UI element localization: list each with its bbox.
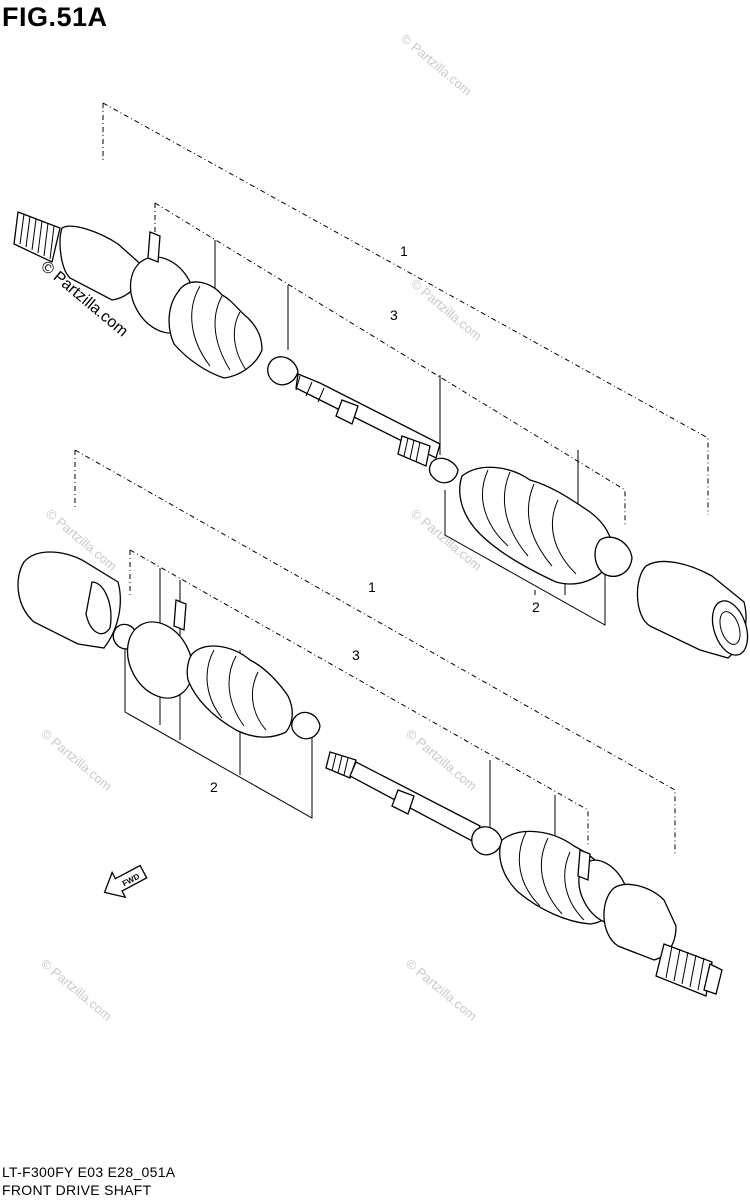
- upper-inner-cv-housing: [636, 560, 749, 659]
- lower-boot-set-bracket: [124, 640, 313, 819]
- watermark-text: © Partzilla.com: [403, 726, 480, 794]
- lower-callout-boot-set: 2: [210, 779, 218, 795]
- upper-boot-set-bracket: [444, 490, 606, 626]
- upper-drive-shaft: [295, 373, 441, 467]
- lower-outer-small-clamp: [471, 826, 503, 856]
- upper-callout-boot-set: 2: [532, 599, 540, 615]
- upper-callout-shaft: 3: [390, 307, 398, 323]
- watermark-text: © Partzilla.com: [408, 276, 485, 344]
- lower-inner-cv-housing: [17, 551, 121, 649]
- watermark-text: © Partzilla.com: [403, 956, 480, 1024]
- lower-shaft-bracket: [129, 549, 589, 845]
- upper-assembly-bracket: [102, 102, 709, 515]
- upper-inner-boot-clamp: [594, 536, 633, 577]
- lower-callout-assembly: 1: [368, 579, 376, 595]
- figure-title: FIG.51A: [2, 2, 108, 32]
- watermark-text: © Partzilla.com: [38, 726, 115, 794]
- lower-inner-boot-ridges: [206, 649, 267, 731]
- lower-outer-spline: [655, 943, 723, 997]
- upper-inner-boot: [459, 466, 614, 585]
- upper-callout-assembly: 1: [400, 243, 408, 259]
- upper-inner-boot-ridges: [481, 469, 577, 575]
- upper-drive-shaft-assembly: 1 3 2: [13, 102, 749, 659]
- watermark-text: © Partzilla.com: [38, 956, 115, 1024]
- lower-assembly-bracket: [74, 449, 676, 855]
- upper-outer-boot-ridges: [191, 285, 247, 371]
- watermark-layer: © Partzilla.com © Partzilla.com © Partzi…: [37, 31, 484, 1024]
- front-arrow-icon: FWD: [103, 864, 148, 899]
- lower-small-clamp: [291, 711, 321, 740]
- lower-drive-shaft-assembly: 1 3 2: [17, 449, 723, 997]
- lower-outer-boot-ridges: [518, 831, 585, 921]
- lower-inner-clamp-band: [126, 599, 194, 699]
- watermark-text: © Partzilla.com: [398, 31, 475, 99]
- lower-callout-shaft: 3: [352, 647, 360, 663]
- lower-inner-boot: [186, 645, 293, 738]
- upper-inner-small-clamp: [428, 457, 459, 484]
- upper-small-clamp: [267, 356, 299, 386]
- model-code: LT-F300FY E03 E28_051A: [2, 1164, 176, 1180]
- section-name: FRONT DRIVE SHAFT: [2, 1182, 152, 1198]
- upper-outer-spline: [13, 211, 61, 263]
